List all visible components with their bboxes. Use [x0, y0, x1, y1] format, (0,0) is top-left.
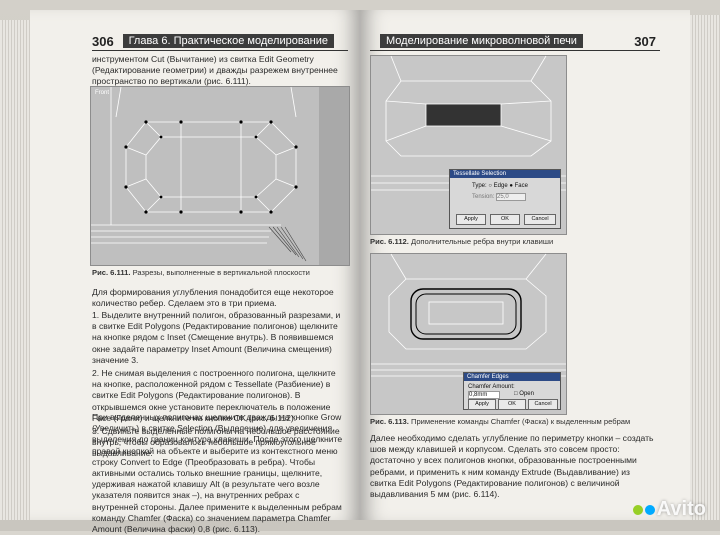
- right-para: Далее необходимо сделать углубление по п…: [370, 433, 654, 500]
- open-checkbox-label: Open: [519, 391, 534, 397]
- left-intro-text: инструментом Cut (Вычитание) из свитка E…: [92, 54, 338, 87]
- caption-6-112-num: Рис. 6.112.: [370, 237, 409, 246]
- left-para-2: При выделенных полигонах щелкните дважды…: [92, 412, 343, 535]
- caption-6-113-num: Рис. 6.113.: [370, 417, 409, 426]
- right-page-header: Моделирование микроволновой печи 307: [370, 34, 660, 51]
- caption-6-113: Рис. 6.113. Применение команды Chamfer (…: [370, 417, 670, 427]
- wireframe-front-view: [91, 86, 349, 265]
- step-1: 1. Выделите внутренний полигон, образова…: [92, 310, 341, 365]
- radio-edge-label: Edge: [493, 183, 508, 189]
- caption-6-111-num: Рис. 6.111.: [92, 268, 131, 277]
- step-2: 2. Не снимая выделения с построенного по…: [92, 368, 336, 423]
- right-page-number: 307: [634, 34, 656, 49]
- left-page-header: 306 Глава 6. Практическое моделирование: [92, 34, 348, 51]
- chamfer-ok-button[interactable]: OK: [498, 399, 526, 410]
- chamfer-amount-label: Chamfer Amount:: [468, 384, 515, 390]
- radio-face-label: Face: [514, 183, 528, 189]
- watermark-dot-green: [632, 505, 643, 515]
- chamfer-dialog: Chamfer Edges Chamfer Amount: 0,8mm □ Op…: [463, 372, 561, 410]
- right-page: Моделирование микроволновой печи 307 Tes…: [360, 10, 690, 520]
- watermark-dot-blue: [644, 505, 655, 515]
- left-para-1: Для формирования углубления понадобится …: [92, 287, 334, 309]
- figure-6-112: Tessellate Selection Type: ○ Edge ● Face…: [370, 55, 567, 235]
- left-page-number: 306: [92, 34, 114, 49]
- tessellate-cancel-button[interactable]: Cancel: [524, 214, 556, 225]
- chamfer-apply-button[interactable]: Apply: [468, 399, 496, 410]
- tessellate-apply-button[interactable]: Apply: [456, 214, 486, 225]
- open-checkbox[interactable]: □ Open: [514, 391, 534, 397]
- tessellate-type-row: Type: ○ Edge ● Face: [472, 183, 528, 189]
- caption-6-111-text: Разрезы, выполненные в вертикальной плос…: [130, 268, 310, 277]
- avito-watermark: Avito: [632, 498, 706, 521]
- caption-6-112-text: Дополнительные ребра внутри клавиши: [408, 237, 554, 246]
- right-chapter-title: Моделирование микроволновой печи: [380, 34, 583, 48]
- tessellate-dialog-title: Tessellate Selection: [450, 170, 560, 178]
- watermark-text: Avito: [656, 498, 706, 520]
- chamfer-dialog-title: Chamfer Edges: [464, 373, 560, 381]
- step-3: 3. Сдвиньте выделенные полигоны на небол…: [92, 426, 340, 459]
- viewport-label: Front: [95, 90, 110, 96]
- left-chapter-title: Глава 6. Практическое моделирование: [122, 34, 334, 48]
- tension-label: Tension:: [472, 194, 495, 200]
- figure-6-111: Front: [90, 86, 350, 266]
- tension-input[interactable]: 25,0: [496, 193, 527, 201]
- caption-6-113-text: Применение команды Chamfer (Фаска) к выд…: [408, 417, 631, 426]
- radio-edge[interactable]: ○ Edge: [488, 183, 508, 189]
- type-label: Type:: [472, 183, 487, 189]
- caption-6-111: Рис. 6.111. Разрезы, выполненные в верти…: [92, 268, 347, 278]
- chamfer-amount-input[interactable]: 0,8mm: [468, 391, 500, 399]
- tessellate-dialog: Tessellate Selection Type: ○ Edge ● Face…: [449, 169, 561, 229]
- left-page: 306 Глава 6. Практическое моделирование …: [30, 10, 360, 534]
- tessellate-ok-button[interactable]: OK: [490, 214, 520, 225]
- figure-6-113: Chamfer Edges Chamfer Amount: 0,8mm □ Op…: [370, 253, 567, 415]
- tension-row: Tension: 25,0: [472, 193, 527, 201]
- caption-6-112: Рис. 6.112. Дополнительные ребра внутри …: [370, 237, 670, 247]
- radio-face[interactable]: ● Face: [509, 183, 528, 189]
- steps-list: 1. Выделите внутренний полигон, образова…: [92, 310, 347, 462]
- chamfer-cancel-button[interactable]: Cancel: [528, 399, 558, 410]
